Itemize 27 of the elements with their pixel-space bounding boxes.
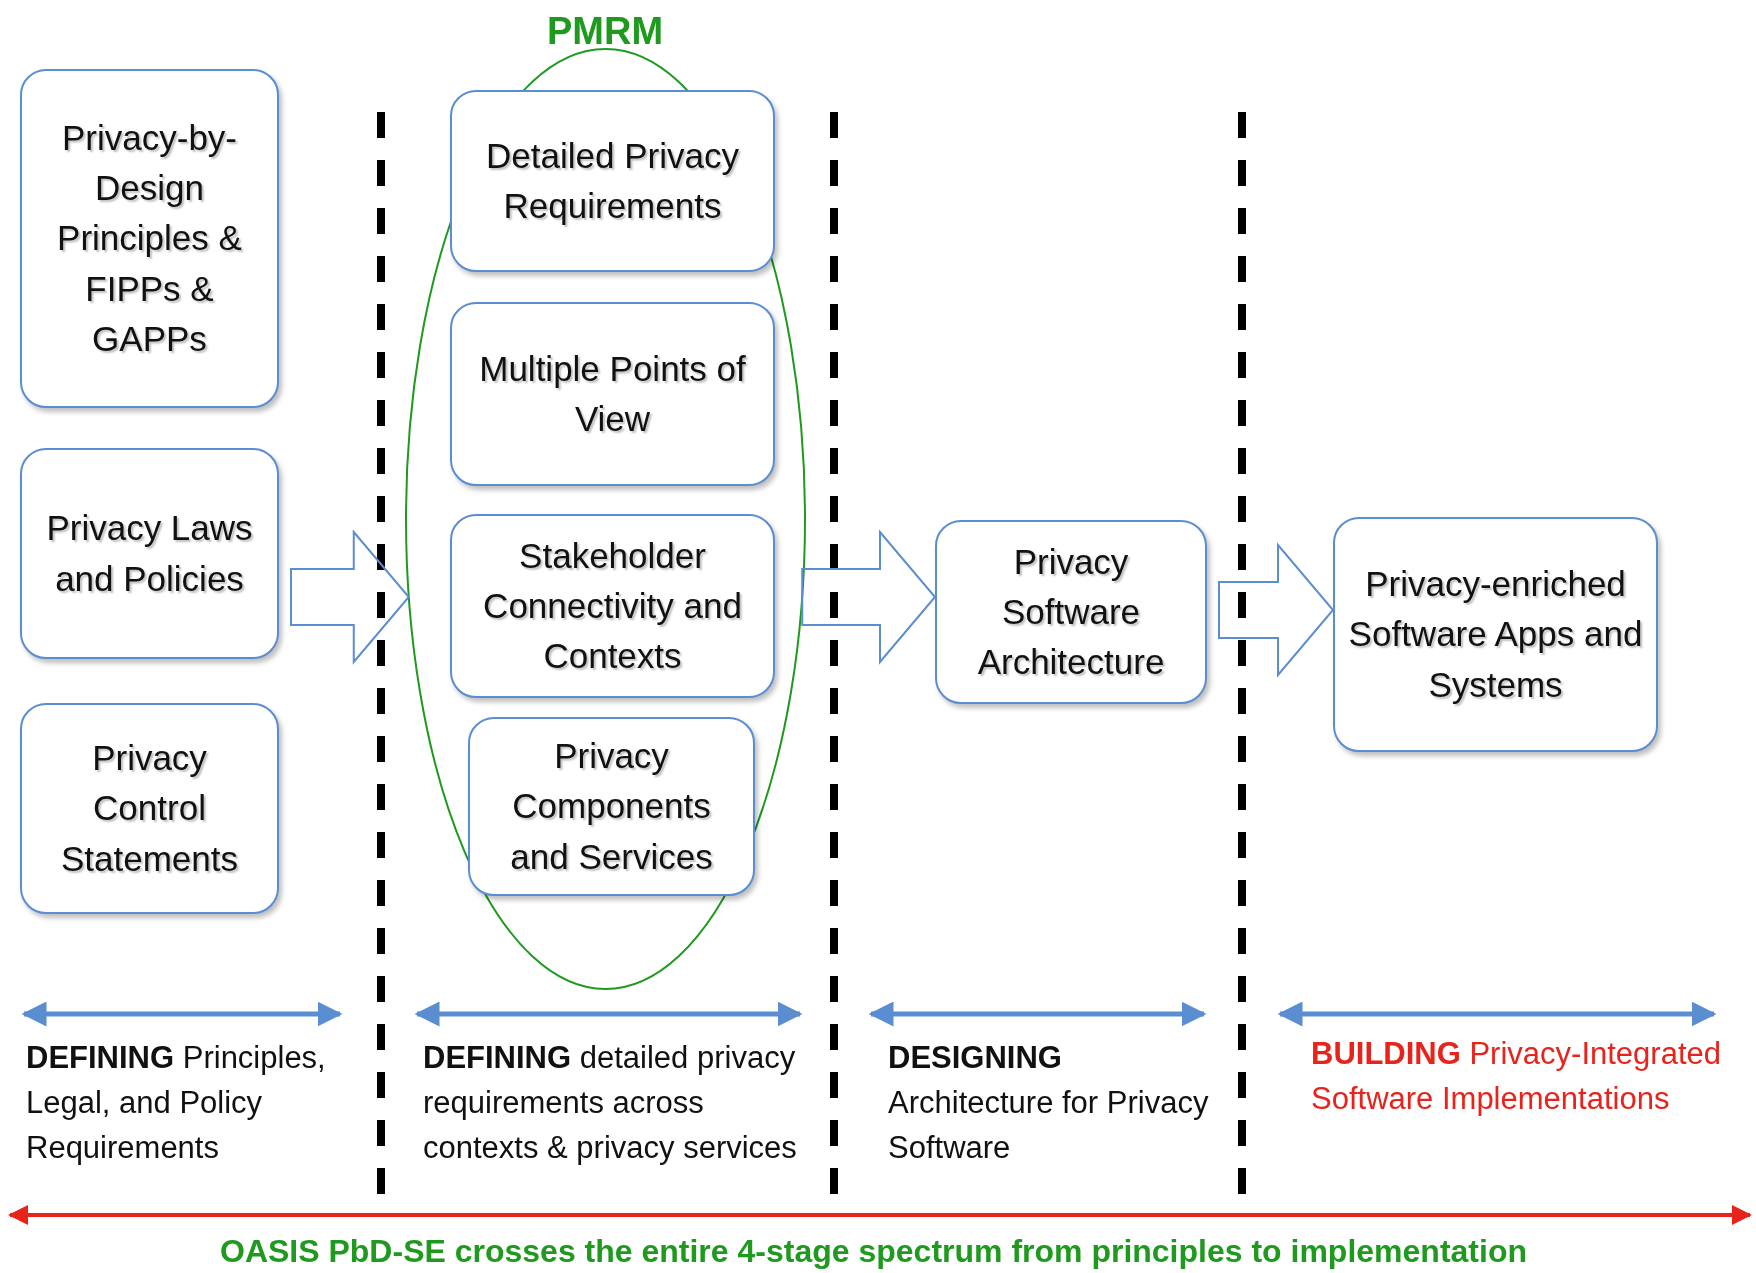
process-box [935,520,1207,704]
stage-description: BUILDING Privacy-Integrated Software Implementations [1311,1035,1722,1118]
process-box [450,302,775,486]
process-box [20,448,279,659]
box-label: Privacy Software Architecture [976,540,1166,683]
process-box [20,703,279,914]
stage-description: DEFINING detailed privacy requirements across contexts & privacy services [423,1039,798,1167]
box-label: Privacy Laws and Policies [45,507,254,600]
process-box [1333,517,1658,752]
process-box [450,514,775,698]
box-label: Multiple Points of View [478,347,747,440]
block-arrow [1218,542,1335,678]
group-heading: PMRM [545,12,665,50]
stage-description: DESIGNING Architecture for Privacy Software [888,1039,1210,1167]
caption-text: OASIS PbD-SE crosses the entire 4-stage spectrum from principles to implementation [220,1232,1527,1271]
box-label: Privacy Components and Services [509,735,714,878]
process-box [20,69,279,408]
box-label: Privacy-by-Design Principles & FIPPs & GAPPs [56,117,243,360]
process-box [468,717,755,896]
process-box [450,90,775,272]
box-label: Privacy-enriched Software Apps and Systems [1347,563,1644,706]
box-label: Detailed Privacy Requirements [485,134,740,227]
box-label: Privacy Control Statements [59,737,239,880]
stage-description: DEFINING Principles, Legal, and Policy Requirements [26,1039,327,1167]
box-label: Stakeholder Connectivity and Contexts [482,534,743,677]
block-arrow [801,529,937,665]
block-arrow [290,529,411,665]
